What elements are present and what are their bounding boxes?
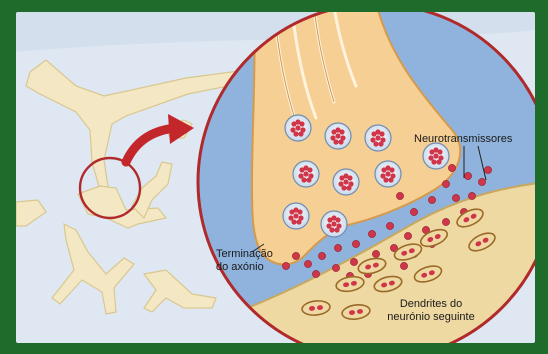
synapse-illustration: Terminação do axónio Neurotransmissores … <box>16 12 535 343</box>
neurotransmitter-molecule <box>468 192 475 199</box>
dendrites-label-line2: neurónio seguinte <box>376 311 486 324</box>
neurotransmitter-molecule <box>352 240 359 247</box>
neurotransmitter-molecule <box>368 230 375 237</box>
vesicle <box>423 143 449 169</box>
neurotransmitter-molecule <box>396 192 403 199</box>
neurotransmitter-molecule <box>478 178 485 185</box>
neurotransmitters-label: Neurotransmissores <box>414 133 512 146</box>
neurotransmitter-molecule <box>312 270 319 277</box>
neurotransmitter-molecule <box>404 232 411 239</box>
dendrites-label: Dendrites do neurónio seguinte <box>376 298 486 324</box>
vesicle <box>321 211 347 237</box>
axon-terminal-label-line2: do axónio <box>216 261 306 274</box>
neurotransmitter-molecule <box>428 196 435 203</box>
neurotransmitter-molecule <box>372 250 379 257</box>
neurotransmitter-molecule <box>448 164 455 171</box>
synapse-artwork <box>16 12 535 343</box>
neurotransmitter-molecule <box>442 218 449 225</box>
neurotransmitter-molecule <box>442 180 449 187</box>
neurotransmitter-molecule <box>400 262 407 269</box>
neurotransmitter-molecule <box>410 208 417 215</box>
neurotransmitter-molecule <box>318 252 325 259</box>
vesicle <box>365 125 391 151</box>
vesicle <box>293 161 319 187</box>
vesicle <box>285 115 311 141</box>
neurotransmitter-molecule <box>452 194 459 201</box>
neurotransmitter-molecule <box>386 222 393 229</box>
neurotransmitter-molecule <box>334 244 341 251</box>
vesicle <box>283 203 309 229</box>
dendrites-label-line1: Dendrites do <box>376 298 486 311</box>
axon-terminal-label: Terminação do axónio <box>216 248 306 274</box>
neurotransmitter-molecule <box>484 166 491 173</box>
vesicle <box>375 161 401 187</box>
vesicle <box>325 123 351 149</box>
vesicle <box>333 169 359 195</box>
neurotransmitter-molecule <box>332 264 339 271</box>
neurotransmitter-molecule <box>464 172 471 179</box>
axon-terminal-label-line1: Terminação <box>216 248 306 261</box>
neurotransmitter-molecule <box>350 258 357 265</box>
